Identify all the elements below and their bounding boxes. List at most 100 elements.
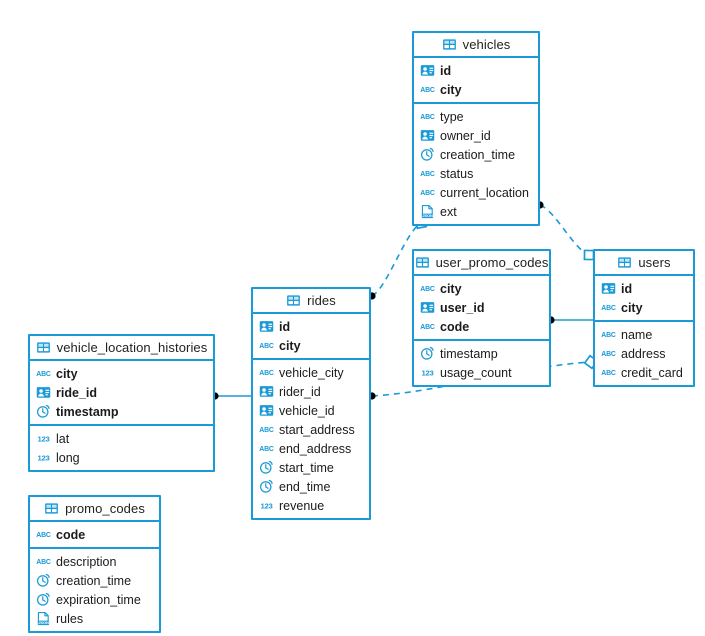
abc-icon: ABC	[420, 185, 435, 200]
svg-text:123: 123	[38, 434, 50, 443]
123-icon: 123	[259, 498, 274, 513]
abc-icon: ABC	[259, 365, 274, 380]
column-name: id	[279, 319, 291, 334]
svg-text:JSON: JSON	[38, 620, 49, 625]
abc-icon: ABC	[259, 338, 274, 353]
table-header-vehicle_location_histories[interactable]: vehicle_location_histories	[30, 336, 213, 361]
table-header-rides[interactable]: rides	[253, 289, 369, 314]
primary-key-row-id[interactable]: id	[253, 317, 369, 336]
clock-icon	[36, 592, 51, 607]
abc-icon: ABC	[36, 554, 51, 569]
svg-text:ABC: ABC	[36, 559, 51, 566]
column-name: ext	[440, 204, 457, 219]
column-row-end_time[interactable]: end_time	[253, 477, 369, 496]
column-name: rules	[56, 611, 84, 626]
column-name: city	[621, 300, 643, 315]
relationship-line-vehicles-to-users	[539, 204, 590, 256]
column-name: timestamp	[440, 346, 498, 361]
table-header-user_promo_codes[interactable]: user_promo_codes	[414, 251, 549, 276]
table-icon	[44, 501, 59, 516]
column-name: name	[621, 327, 653, 342]
primary-key-row-id[interactable]: id	[414, 61, 538, 80]
column-row-owner_id[interactable]: owner_id	[414, 126, 538, 145]
primary-key-row-timestamp[interactable]: timestamp	[30, 402, 213, 421]
column-row-creation_time[interactable]: creation_time	[414, 145, 538, 164]
table-title: vehicle_location_histories	[56, 340, 208, 355]
svg-text:ABC: ABC	[420, 171, 435, 178]
table-header-promo_codes[interactable]: promo_codes	[30, 497, 159, 522]
id-card-icon	[259, 384, 274, 399]
column-name: status	[440, 166, 474, 181]
json-icon: JSON	[36, 611, 51, 626]
column-row-end_address[interactable]: ABC end_address	[253, 439, 369, 458]
column-name: creation_time	[56, 573, 132, 588]
column-name: address	[621, 346, 666, 361]
clock-icon	[420, 346, 435, 361]
column-row-timestamp[interactable]: timestamp	[414, 344, 549, 363]
column-name: vehicle_id	[279, 403, 335, 418]
table-title: user_promo_codes	[435, 255, 549, 270]
primary-key-row-id[interactable]: id	[595, 279, 693, 298]
id-card-icon	[259, 403, 274, 418]
column-name: type	[440, 109, 464, 124]
column-row-status[interactable]: ABC status	[414, 164, 538, 183]
id-card-icon	[420, 63, 435, 78]
primary-key-row-code[interactable]: ABC code	[30, 525, 159, 544]
column-name: city	[440, 281, 462, 296]
abc-icon: ABC	[601, 327, 616, 342]
column-row-start_time[interactable]: start_time	[253, 458, 369, 477]
clock-icon	[36, 404, 51, 419]
id-card-icon	[420, 128, 435, 143]
column-row-rider_id[interactable]: rider_id	[253, 382, 369, 401]
column-row-ext[interactable]: JSON ext	[414, 202, 538, 221]
abc-icon: ABC	[601, 346, 616, 361]
table-header-vehicles[interactable]: vehicles	[414, 33, 538, 58]
column-row-creation_time[interactable]: creation_time	[30, 571, 159, 590]
table-header-users[interactable]: users	[595, 251, 693, 276]
primary-key-group: ABC code	[30, 522, 159, 547]
column-row-rules[interactable]: JSON rules	[30, 609, 159, 628]
svg-text:123: 123	[38, 453, 50, 462]
column-row-name[interactable]: ABC name	[595, 325, 693, 344]
column-row-address[interactable]: ABC address	[595, 344, 693, 363]
primary-key-row-ride_id[interactable]: ride_id	[30, 383, 213, 402]
column-row-expiration_time[interactable]: expiration_time	[30, 590, 159, 609]
column-name: timestamp	[56, 404, 119, 419]
svg-text:ABC: ABC	[259, 427, 274, 434]
primary-key-row-user_id[interactable]: user_id	[414, 298, 549, 317]
column-name: usage_count	[440, 365, 512, 380]
abc-icon: ABC	[259, 441, 274, 456]
column-name: code	[56, 527, 86, 542]
column-name: end_address	[279, 441, 352, 456]
abc-icon: ABC	[36, 527, 51, 542]
table-icon	[617, 255, 632, 270]
svg-text:JSON: JSON	[422, 213, 433, 218]
primary-key-row-city[interactable]: ABC city	[595, 298, 693, 317]
abc-icon: ABC	[601, 300, 616, 315]
column-row-vehicle_id[interactable]: vehicle_id	[253, 401, 369, 420]
